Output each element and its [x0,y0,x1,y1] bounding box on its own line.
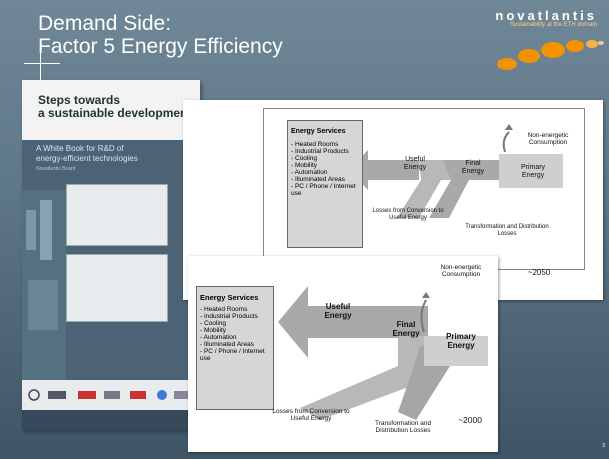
book-subtitle-line-2: energy-efficient technologies [36,154,138,163]
service-item: - Cooling [200,320,227,327]
year-2000-label: ~2000 [458,415,482,425]
energy-services-box-2000: Energy Services - Heated Rooms - Industr… [196,286,274,410]
service-item: - Industrial Products [291,148,349,155]
service-item: - Industrial Products [200,313,258,320]
book-author: Novatlantis Board [36,166,76,172]
energy-services-list: - Heated Rooms - Industrial Products - C… [200,306,270,362]
white-book-cover: Steps towards a sustainable development … [22,80,200,430]
crosshair-vertical [40,50,41,80]
book-title-line-1: Steps towards [38,93,121,107]
novatlantis-logo: novatlantis Sustainability at the ETH do… [495,8,597,28]
service-item: - PC / Phone / Internet use [200,348,265,362]
final-energy-label: Final Energy [461,160,485,176]
service-item: - Illuminated Areas [200,341,254,348]
primary-energy-label: Primary Energy [446,332,476,351]
book-diagram-thumbnail-upper [66,184,168,246]
non-energetic-consumption-label: Non-energetic Consumption [527,132,569,147]
year-2050-label: ~2050 [527,268,551,277]
service-item: - Illuminated Areas [291,176,345,183]
diagram-2050-arrows [349,124,563,218]
diagram-2000-arrows [278,286,488,420]
building-photo [22,190,66,380]
service-item: - Automation [200,334,237,341]
non-energetic-consumption-label: Non-energetic Consumption [440,264,482,279]
book-subtitle: A White Book for R&D of energy-efficient… [36,144,138,164]
useful-energy-label: Useful Energy [324,302,352,321]
losses-distribution-label: Transformation and Distribution Losses [374,420,432,435]
service-item: - Mobility [291,162,318,169]
energy-services-list: - Heated Rooms - Industrial Products - C… [291,141,359,197]
primary-energy-label: Primary Energy [520,164,546,180]
service-item: - Cooling [291,155,318,162]
book-partner-logos [22,380,200,410]
book-subtitle-line-1: A White Book for R&D of [36,144,124,153]
energy-services-box-2050: Energy Services - Heated Rooms - Industr… [287,120,363,248]
orange-dots-decoration [497,40,604,70]
crosshair-horizontal [24,63,60,64]
service-item: - Automation [291,169,328,176]
book-title-line-2: a sustainable development [38,106,192,120]
book-diagram-thumbnail-lower [66,254,168,322]
book-title: Steps towards a sustainable development [38,94,191,120]
final-energy-label: Final Energy [392,320,420,339]
energy-flow-diagram-2000: Energy Services - Heated Rooms - Industr… [188,256,498,452]
energy-services-heading: Energy Services [291,128,346,135]
losses-useful-label: Losses from Conversion to Useful Energy [272,408,350,423]
logo-tagline: Sustainability at the ETH domain [509,22,597,28]
title-line-2: Factor 5 Energy Efficiency [38,35,283,58]
slide-title: Demand Side: Factor 5 Energy Efficiency [38,12,283,58]
losses-distribution-label: Transformation and Distribution Losses [465,224,549,237]
logo-wordmark: novatlantis [495,8,597,23]
slide-number: 3 [602,443,605,449]
book-footer-strip [22,410,200,430]
service-item: - Heated Rooms [291,141,339,148]
service-item: - Mobility [200,327,227,334]
title-line-1: Demand Side: [38,12,172,35]
book-cover-header [22,80,200,140]
useful-energy-label: Useful Energy [403,156,427,172]
losses-useful-label: Losses from Conversion to Useful Energy [372,208,444,221]
energy-services-heading: Energy Services [200,293,259,302]
service-item: - PC / Phone / Internet use [291,183,356,197]
service-item: - Heated Rooms [200,306,248,313]
